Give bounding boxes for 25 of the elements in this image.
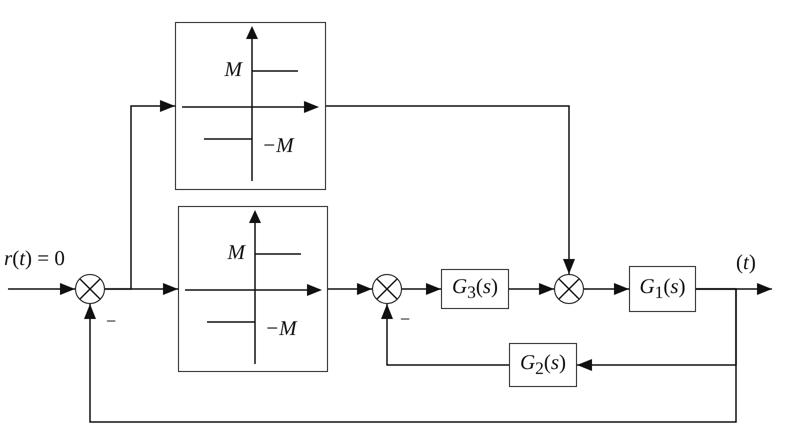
signal-arrow (105, 283, 178, 295)
nonlinearity-block (175, 22, 326, 190)
signal-arrow (402, 283, 441, 295)
signal-label: (t) (736, 252, 756, 273)
level-label: −M (265, 318, 297, 339)
signal-arrow (509, 283, 554, 295)
nonlinearity-block (178, 206, 328, 372)
sign-label: − (106, 312, 116, 330)
transfer-function-block: G$_{1}$(s) (629, 266, 696, 312)
level-label: M (224, 59, 242, 80)
signal-arrow (326, 105, 575, 274)
signal-arrow (381, 304, 509, 366)
signal-arrow (328, 283, 372, 295)
summing-junction (554, 274, 584, 304)
sign-label: − (400, 310, 410, 328)
level-label: −M (262, 135, 294, 156)
signal-arrow (584, 283, 629, 295)
summing-junction (75, 274, 105, 304)
level-label: M (228, 242, 245, 263)
transfer-function-block: G$_{2}$(s) (509, 343, 577, 387)
signal-arrow (8, 283, 75, 295)
transfer-function-block: G$_{3}$(s) (441, 269, 509, 309)
summing-junction (372, 274, 402, 304)
signal-label: r(t) = 0 (4, 248, 65, 269)
signal-arrow (84, 288, 737, 423)
